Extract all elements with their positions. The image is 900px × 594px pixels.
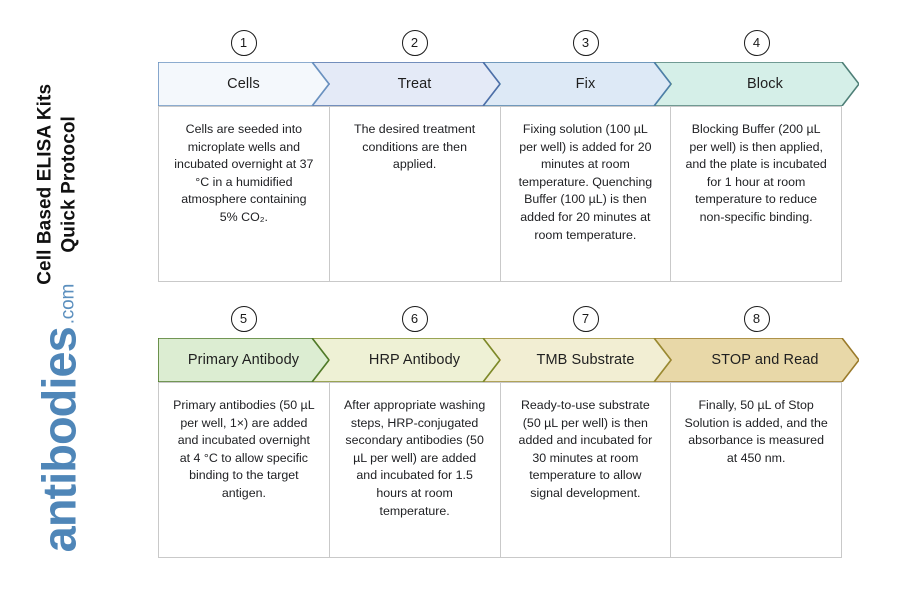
step-description-cell: Fixing solution (100 µL per well) is add…: [500, 106, 672, 282]
step-number-badge: 1: [230, 30, 257, 56]
step-description-cell: After appropriate washing steps, HRP-con…: [329, 382, 501, 558]
chevron-label: TMB Substrate: [536, 352, 635, 368]
step-description-cell: Blocking Buffer (200 µL per well) is the…: [671, 106, 842, 282]
chevron-shape: [483, 338, 671, 382]
chevron-shape: [158, 62, 329, 106]
chevron-step-4[interactable]: Block: [654, 62, 859, 106]
brand-tld: .com: [57, 283, 79, 325]
step-number-strip: 5 6 7 8: [158, 306, 842, 338]
step-number-badge: 7: [572, 306, 599, 332]
step-description-text: Finally, 50 µL of Stop Solution is added…: [684, 398, 828, 465]
chevron-label: Block: [747, 76, 783, 92]
chevron-shape: [654, 338, 859, 382]
chevron-label: Treat: [397, 76, 432, 92]
chevron-band: Primary Antibody HRP Antibody TMB Substrat…: [158, 338, 859, 382]
chevron-shape: [654, 62, 859, 106]
chevron-shape: [312, 62, 500, 106]
step-description-cell: Finally, 50 µL of Stop Solution is added…: [671, 382, 842, 558]
left-rail: Cell Based ELISA Kits Quick Protocol ant…: [0, 0, 155, 594]
step-description-band: Cells are seeded into microplate wells a…: [158, 106, 842, 282]
chevron-shape: [483, 62, 671, 106]
chevron-label: Primary Antibody: [187, 352, 300, 368]
chevron-label: Cells: [227, 76, 260, 92]
step-number-badge: 3: [572, 30, 599, 56]
chevron-band: Cells Treat Fix Block: [158, 62, 859, 106]
chevron-step-7[interactable]: TMB Substrate: [483, 338, 671, 382]
step-description-text: Primary antibodies (50 µL per well, 1×) …: [173, 398, 315, 501]
chevron-step-1[interactable]: Cells: [158, 62, 329, 106]
brand-logo: antibodies .com: [32, 284, 86, 553]
chevron-label: Fix: [575, 76, 596, 92]
step-description-text: Ready-to-use substrate (50 µL per well) …: [518, 398, 653, 501]
chevron-step-6[interactable]: HRP Antibody: [312, 338, 500, 382]
step-number-badge: 4: [743, 30, 770, 56]
chevron-step-5[interactable]: Primary Antibody: [158, 338, 329, 382]
step-description-band: Primary antibodies (50 µL per well, 1×) …: [158, 382, 842, 558]
step-description-cell: The desired treatment conditions are the…: [329, 106, 501, 282]
step-description-text: Cells are seeded into microplate wells a…: [174, 122, 314, 225]
step-number-badge: 6: [401, 306, 428, 332]
chevron-shape: [158, 338, 329, 382]
step-description-text: After appropriate washing steps, HRP-con…: [344, 398, 486, 518]
step-number-badge: 5: [230, 306, 257, 332]
chevron-label: HRP Antibody: [368, 352, 461, 368]
step-description-text: Fixing solution (100 µL per well) is add…: [518, 122, 653, 242]
chevron-shape: [312, 338, 500, 382]
step-description-cell: Cells are seeded into microplate wells a…: [158, 106, 330, 282]
brand-wordmark: antibodies: [32, 327, 86, 553]
step-description-text: The desired treatment conditions are the…: [354, 122, 476, 172]
step-number-strip: 1 2 3 4: [158, 30, 842, 62]
step-description-text: Blocking Buffer (200 µL per well) is the…: [685, 122, 827, 225]
chevron-step-8[interactable]: STOP and Read: [654, 338, 859, 382]
step-number-badge: 2: [401, 30, 428, 56]
step-number-badge: 8: [743, 306, 770, 332]
step-description-cell: Ready-to-use substrate (50 µL per well) …: [500, 382, 672, 558]
step-description-cell: Primary antibodies (50 µL per well, 1×) …: [158, 382, 330, 558]
chevron-step-3[interactable]: Fix: [483, 62, 671, 106]
chevron-step-2[interactable]: Treat: [312, 62, 500, 106]
chevron-label: STOP and Read: [711, 352, 819, 368]
